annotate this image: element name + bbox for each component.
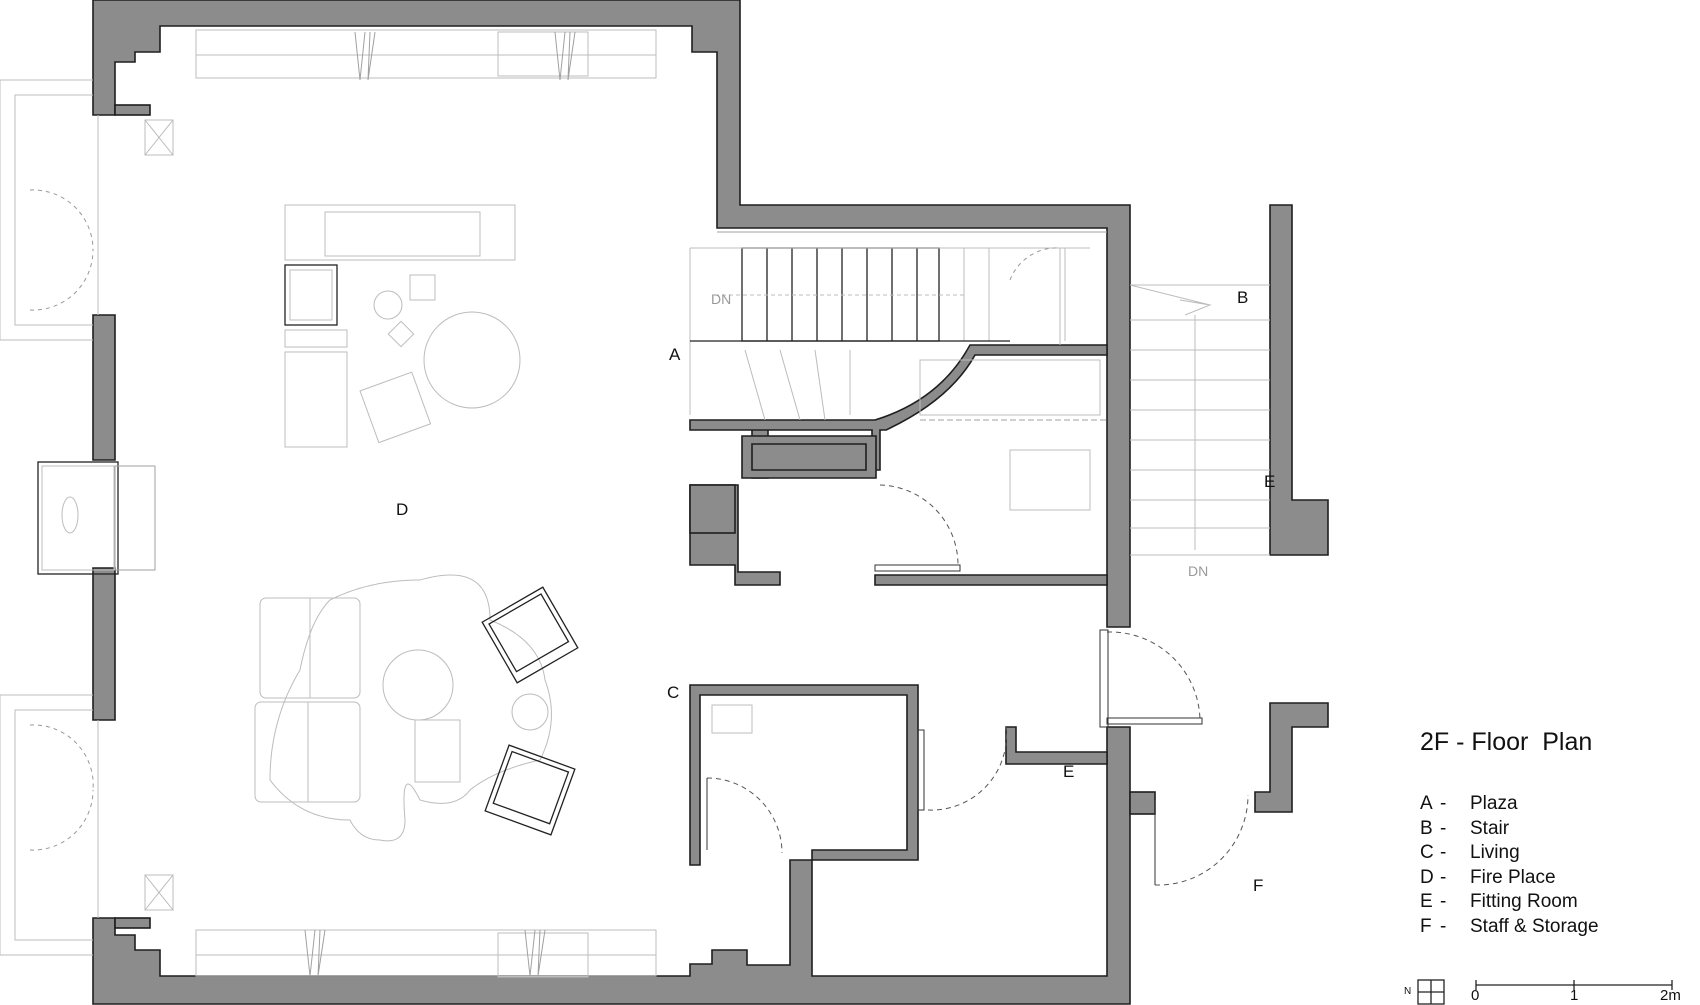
legend-dash: - [1440,817,1447,839]
exterior-stair [1129,284,1270,556]
legend-name: Stair [1470,817,1510,839]
scale-tick-0: 0 [1471,987,1480,1004]
legend-key: E [1420,891,1433,913]
staff-storage-marker: F [1253,876,1264,895]
balconies [0,79,156,956]
main-stair [689,231,1107,421]
living-marker: C [667,683,680,702]
legend-name: Fire Place [1470,866,1556,888]
legend-row-fitting-room: E - Fitting Room [1420,890,1599,915]
fitting-room-marker-2: E [1063,762,1075,781]
scale-tick-2m: 2m [1660,987,1681,1004]
legend-row-plaza: A - Plaza [1420,792,1599,817]
room-legend: A - Plaza B - Stair C - Living D - Fire … [1420,792,1599,939]
legend-row-staff-storage: F - Staff & Storage [1420,915,1599,940]
legend-dash: - [1440,793,1447,815]
scale-tick-1: 1 [1570,987,1579,1004]
fireplace-marker: D [396,500,409,519]
legend-dash: - [1440,915,1447,937]
scale-bar [1475,980,1673,990]
north-label: N [1404,986,1412,997]
legend-name: Plaza [1470,793,1518,815]
doors [29,189,1249,886]
interior-walls [689,344,1108,866]
north-arrow-icon [1417,979,1445,1005]
legend-key: F [1420,915,1432,937]
stair-down-label: DN [711,291,732,307]
exterior-walls [92,0,1131,1005]
legend-name: Living [1470,842,1520,864]
legend-row-stair: B - Stair [1420,817,1599,842]
stair-marker: B [1237,288,1249,307]
exterior-stair-down-label: DN [1188,563,1209,579]
fitting-room-marker-1: E [1264,472,1276,491]
legend-row-fireplace: D - Fire Place [1420,866,1599,891]
legend-key: A [1420,793,1433,815]
plaza-marker: A [669,345,681,364]
legend-key: C [1420,842,1434,864]
furniture [144,29,1107,978]
legend-dash: - [1440,891,1447,913]
legend-key: B [1420,817,1433,839]
legend-key: D [1420,866,1434,888]
legend-name: Fitting Room [1470,891,1578,913]
legend-dash: - [1440,866,1447,888]
legend-row-living: C - Living [1420,841,1599,866]
legend-dash: - [1440,842,1447,864]
plan-title: 2F - Floor Plan [1420,728,1593,756]
legend-name: Staff & Storage [1470,915,1599,937]
stair-enclosure-walls [1129,204,1329,815]
